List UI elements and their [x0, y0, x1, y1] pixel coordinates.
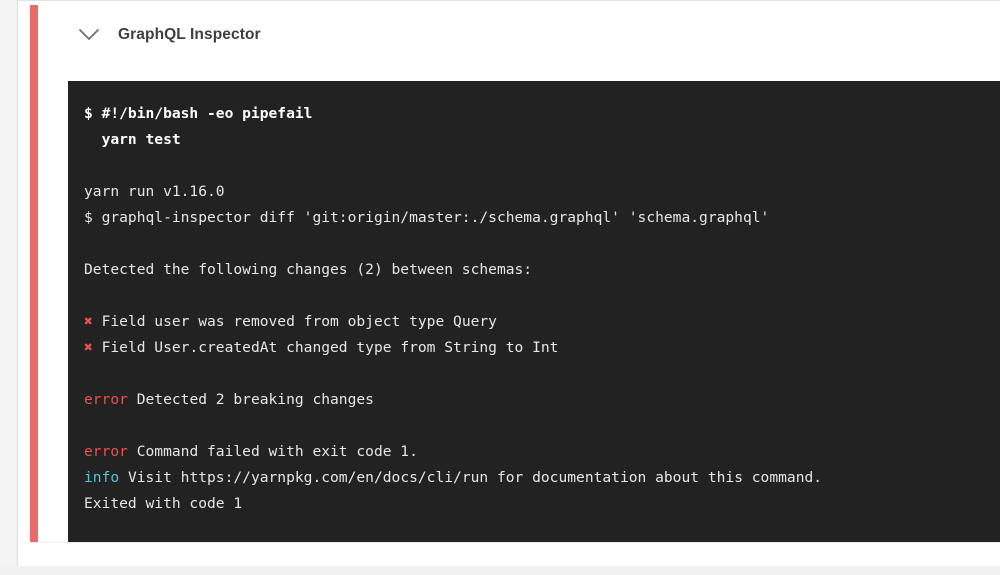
breaking-change-text: Field User.createdAt changed type from S…	[92, 339, 559, 356]
terminal-line: error Command failed with exit code 1.	[84, 439, 1000, 465]
terminal-line: error Detected 2 breaking changes	[84, 387, 1000, 413]
terminal-line: ✖ Field user was removed from object typ…	[84, 309, 1000, 335]
step-title: GraphQL Inspector	[118, 26, 261, 44]
step-header-toggle[interactable]: GraphQL Inspector	[58, 5, 1000, 65]
breaking-change-x-icon: ✖	[84, 339, 93, 356]
terminal-line: yarn test	[84, 127, 1000, 153]
terminal-command-text: $ #!/bin/bash -eo pipefail	[84, 105, 313, 122]
page-left-gutter	[0, 0, 18, 575]
terminal-line-text: Detected 2 breaking changes	[127, 391, 374, 408]
log-level-error: error	[84, 391, 128, 408]
card-divider	[30, 542, 1000, 543]
log-level-error: error	[84, 443, 128, 460]
page-bottom-strip	[0, 566, 1000, 575]
terminal-line	[84, 231, 1000, 257]
terminal-line: ✖ Field User.createdAt changed type from…	[84, 335, 1000, 361]
terminal-command-text: yarn test	[84, 131, 181, 148]
terminal-line-text: Visit https://yarnpkg.com/en/docs/cli/ru…	[119, 469, 823, 486]
terminal-line	[84, 361, 1000, 387]
terminal-line-text: yarn run v1.16.0	[84, 183, 225, 200]
terminal-line: $ graphql-inspector diff 'git:origin/mas…	[84, 205, 1000, 231]
terminal-line: info Visit https://yarnpkg.com/en/docs/c…	[84, 465, 1000, 491]
step-status-rail	[30, 5, 38, 542]
terminal-line	[84, 413, 1000, 439]
breaking-change-x-icon: ✖	[84, 313, 93, 330]
card-footer-area	[30, 543, 1000, 567]
terminal-line-text: Detected the following changes (2) betwe…	[84, 261, 533, 278]
chevron-down-icon[interactable]	[76, 22, 102, 48]
terminal-line	[84, 283, 1000, 309]
terminal-line: $ #!/bin/bash -eo pipefail	[84, 101, 1000, 127]
breaking-change-text: Field user was removed from object type …	[92, 313, 497, 330]
terminal-line-text: Exited with code 1	[84, 495, 243, 512]
terminal-line-text: Command failed with exit code 1.	[127, 443, 418, 460]
terminal-output-panel[interactable]: $ #!/bin/bash -eo pipefail yarn test yar…	[68, 81, 1000, 549]
log-level-info: info	[84, 469, 120, 486]
terminal-line-text: $ graphql-inspector diff 'git:origin/mas…	[84, 209, 770, 226]
terminal-line	[84, 153, 1000, 179]
terminal-log-lines: $ #!/bin/bash -eo pipefail yarn test yar…	[84, 101, 1000, 517]
terminal-line: Detected the following changes (2) betwe…	[84, 257, 1000, 283]
terminal-line: Exited with code 1	[84, 491, 1000, 517]
terminal-line: yarn run v1.16.0	[84, 179, 1000, 205]
build-step-card: GraphQL Inspector $ #!/bin/bash -eo pipe…	[18, 0, 1000, 567]
